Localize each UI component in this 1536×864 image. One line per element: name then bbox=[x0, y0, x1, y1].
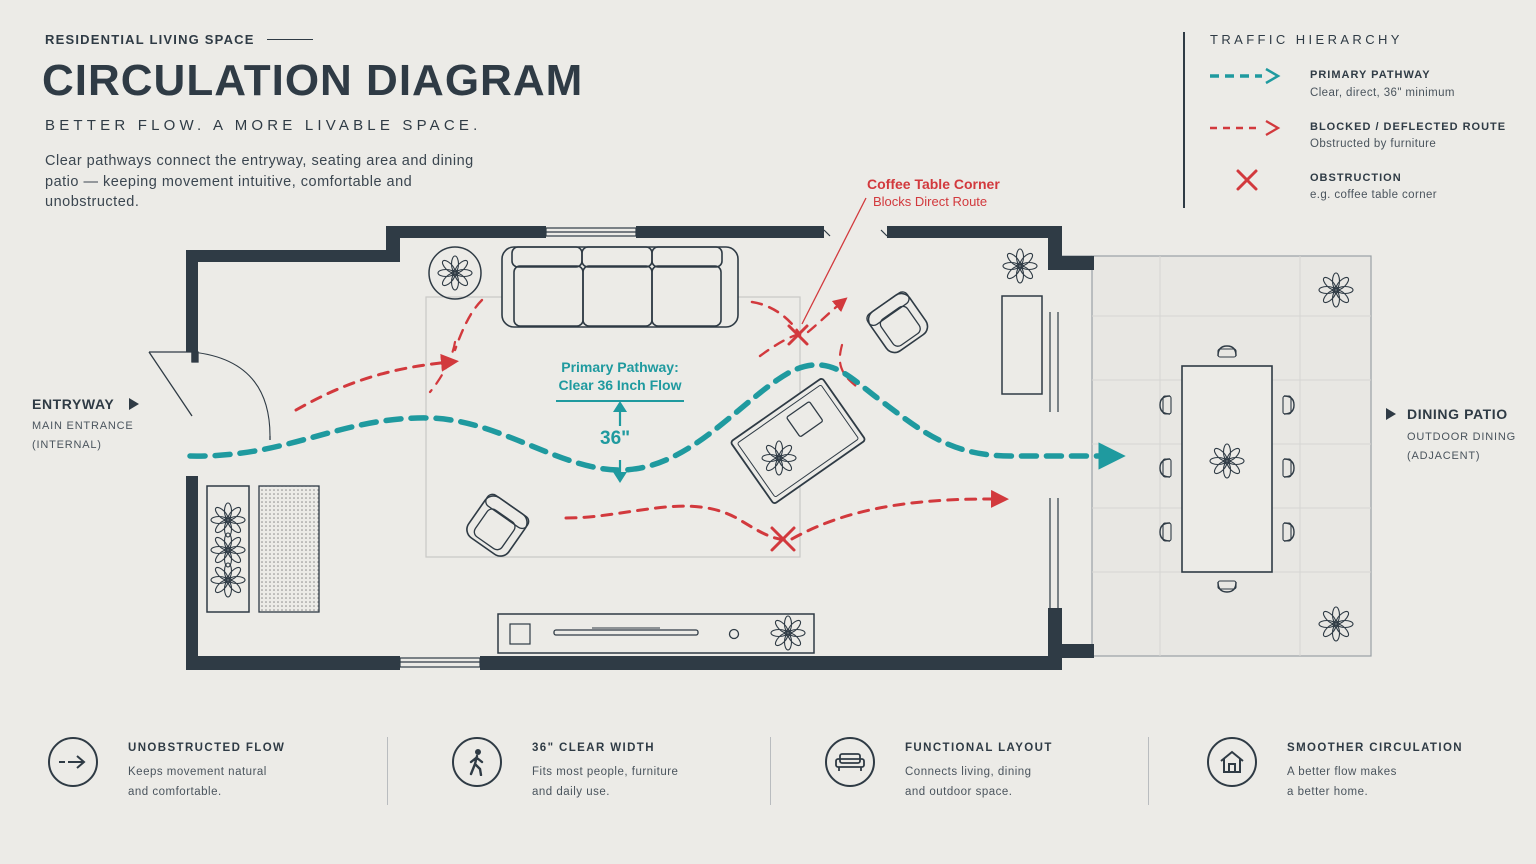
armchair-left bbox=[462, 491, 532, 561]
entry-heading: ENTRYWAY bbox=[32, 396, 115, 412]
legend-primary-heading: PRIMARY PATHWAY bbox=[1310, 69, 1431, 81]
footer-heading: UNOBSTRUCTED FLOW bbox=[128, 742, 286, 754]
blocked-routes bbox=[294, 297, 1009, 542]
entry-door bbox=[148, 351, 271, 440]
footer-divider bbox=[1148, 737, 1149, 805]
footer-item-layout: FUNCTIONAL LAYOUT Connects living, dinin… bbox=[825, 737, 1053, 802]
tv-console bbox=[497, 613, 815, 654]
entry-runner-rug bbox=[258, 485, 320, 613]
legend-divider bbox=[1183, 32, 1185, 208]
entry-arrow-icon bbox=[129, 398, 139, 410]
footer-heading: FUNCTIONAL LAYOUT bbox=[905, 742, 1053, 754]
footer-heading: SMOOTHER CIRCULATION bbox=[1287, 742, 1464, 754]
clearance-dimension-arrow bbox=[613, 401, 627, 483]
walking-person-icon bbox=[452, 737, 502, 787]
eyebrow-text: RESIDENTIAL LIVING SPACE bbox=[45, 32, 255, 47]
footer-line1: A better flow makes bbox=[1287, 766, 1397, 778]
coffee-table bbox=[730, 378, 866, 504]
tagline: BETTER FLOW. A MORE LIVABLE SPACE. bbox=[45, 117, 482, 134]
red-x-icon bbox=[1236, 169, 1258, 191]
footer-divider bbox=[770, 737, 771, 805]
footer-line2: and comfortable. bbox=[128, 785, 222, 798]
arrow-right-icon bbox=[48, 737, 98, 787]
footer-line2: a better home. bbox=[1287, 785, 1369, 798]
plant-icon bbox=[437, 255, 473, 291]
footer-line1: Keeps movement natural bbox=[128, 766, 267, 778]
dining-set bbox=[1159, 345, 1295, 593]
plant-pot bbox=[428, 246, 482, 300]
footer-item-flow: UNOBSTRUCTED FLOW Keeps movement natural… bbox=[48, 737, 285, 802]
obstruction-callout-sub: Blocks Direct Route bbox=[873, 194, 988, 209]
footer-line2: and outdoor space. bbox=[905, 785, 1013, 798]
patio-line2: (ADJACENT) bbox=[1407, 450, 1481, 462]
pathway-callout-line1: Primary Pathway: bbox=[561, 359, 679, 375]
house-icon bbox=[1207, 737, 1257, 787]
entry-line2: (INTERNAL) bbox=[32, 439, 102, 451]
footer-line1: Fits most people, furniture bbox=[532, 766, 679, 778]
eyebrow-rule bbox=[266, 38, 313, 41]
obstruction-leader-line bbox=[801, 197, 867, 325]
obstruction-callout-title: Coffee Table Corner bbox=[867, 176, 1000, 192]
armchair-right bbox=[863, 288, 933, 358]
patio-line1: OUTDOOR DINING bbox=[1407, 431, 1516, 443]
legend-title: TRAFFIC HIERARCHY bbox=[1210, 32, 1403, 47]
patio-arrow-icon bbox=[1386, 408, 1396, 420]
intro-paragraph: Clear pathways connect the entryway, sea… bbox=[45, 153, 474, 210]
side-cabinet bbox=[1001, 295, 1043, 395]
footer-heading: 36" CLEAR WIDTH bbox=[532, 742, 655, 754]
footer-line2: and daily use. bbox=[532, 785, 610, 798]
legend-blocked-heading: BLOCKED / DEFLECTED ROUTE bbox=[1310, 121, 1507, 133]
obstruction-marks bbox=[770, 324, 809, 552]
footer-divider bbox=[387, 737, 388, 805]
eyebrow-label: RESIDENTIAL LIVING SPACE bbox=[45, 32, 313, 47]
primary-pathway bbox=[187, 362, 1126, 473]
pathway-callout-underline bbox=[556, 400, 684, 402]
page-title: CIRCULATION DIAGRAM bbox=[42, 56, 584, 105]
footer-item-circulation: SMOOTHER CIRCULATION A better flow makes… bbox=[1207, 737, 1463, 802]
windows bbox=[399, 227, 1059, 668]
legend-blocked-sub: Obstructed by furniture bbox=[1310, 138, 1437, 150]
entry-console bbox=[206, 485, 250, 613]
pathway-callout: Primary Pathway: Clear 36 Inch Flow bbox=[540, 358, 700, 402]
legend-icons bbox=[1210, 67, 1281, 191]
footer-line1: Connects living, dining bbox=[905, 766, 1032, 778]
walls bbox=[186, 226, 1094, 670]
sofa-icon bbox=[825, 737, 875, 787]
legend-primary-sub: Clear, direct, 36" minimum bbox=[1310, 87, 1455, 99]
entry-line1: MAIN ENTRANCE bbox=[32, 420, 134, 432]
legend-obstruction-sub: e.g. coffee table corner bbox=[1310, 189, 1438, 201]
sofa bbox=[501, 246, 739, 328]
patio-heading: DINING PATIO bbox=[1407, 406, 1508, 422]
clearance-dimension-label: 36" bbox=[600, 428, 631, 449]
corner-plant-icon bbox=[1002, 248, 1038, 284]
legend-obstruction-heading: OBSTRUCTION bbox=[1310, 172, 1402, 184]
pathway-callout-line2: Clear 36 Inch Flow bbox=[558, 377, 682, 393]
footer-item-width: 36" CLEAR WIDTH Fits most people, furnit… bbox=[452, 737, 678, 802]
